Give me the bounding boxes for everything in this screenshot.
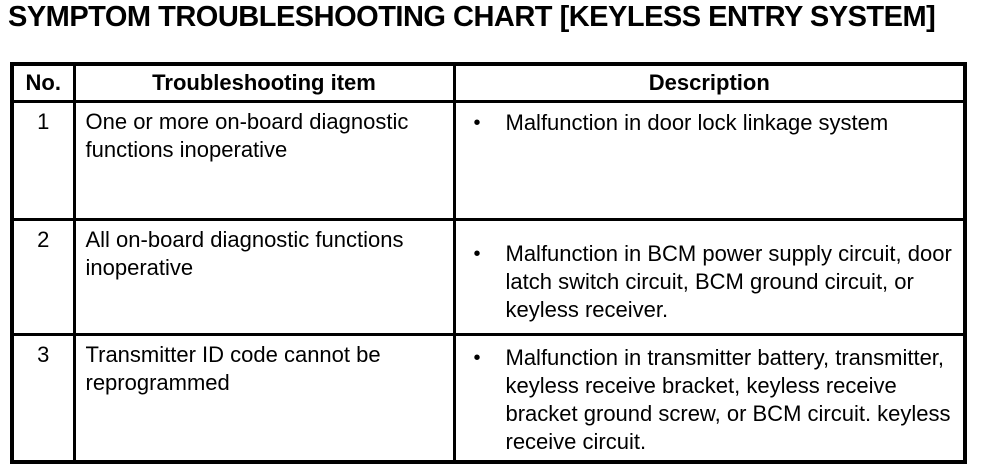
symptom-troubleshooting-table: No. Troubleshooting item Description 1 O… <box>10 62 967 464</box>
row-number-cell: 1 <box>10 99 76 221</box>
column-header-no: No. <box>10 62 76 103</box>
description-cell: • Malfunction in BCM power supply circui… <box>452 217 967 336</box>
column-header-troubleshooting-item: Troubleshooting item <box>72 62 456 103</box>
column-header-description: Description <box>452 62 967 103</box>
table-row: 1 One or more on-board diagnostic functi… <box>10 99 967 221</box>
description-text: Malfunction in transmitter battery, tran… <box>505 344 951 454</box>
row-number-cell: 2 <box>10 217 76 336</box>
troubleshooting-item-cell: Transmitter ID code cannot be reprogramm… <box>72 332 456 463</box>
header-row: No. Troubleshooting item Description <box>10 62 967 103</box>
description-text: Malfunction in door lock linkage system <box>505 109 889 135</box>
description-cell: • Malfunction in door lock linkage syste… <box>452 99 967 221</box>
bullet-icon: • <box>473 242 481 265</box>
page-title: SYMPTOM TROUBLESHOOTING CHART [KEYLESS E… <box>8 1 936 33</box>
troubleshooting-item-cell: All on-board diagnostic functions inoper… <box>72 217 456 336</box>
table-row: 2 All on-board diagnostic functions inop… <box>10 217 967 336</box>
troubleshooting-item-cell: One or more on-board diagnostic function… <box>72 99 456 221</box>
description-cell: • Malfunction in transmitter battery, tr… <box>452 332 967 463</box>
bullet-icon: • <box>473 346 481 369</box>
table-row: 3 Transmitter ID code cannot be reprogra… <box>10 332 967 463</box>
description-text: Malfunction in BCM power supply circuit,… <box>505 240 952 322</box>
bullet-icon: • <box>473 111 481 134</box>
row-number-cell: 3 <box>10 332 76 463</box>
